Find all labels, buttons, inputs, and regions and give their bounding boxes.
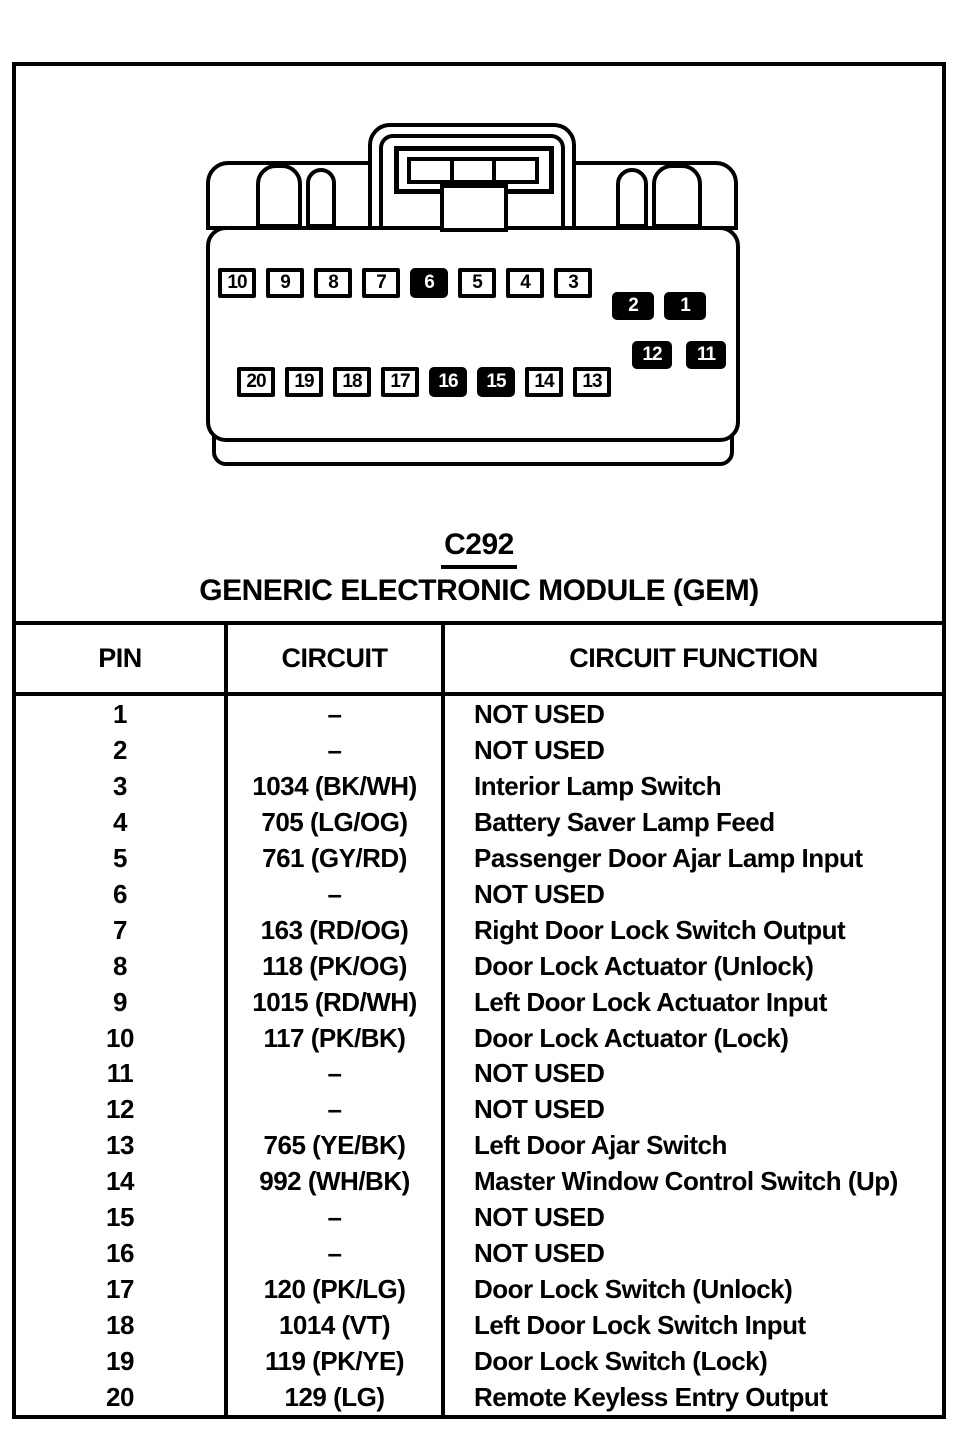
wire-slot-right-outer — [652, 164, 702, 228]
connector-pin-12: 12 — [632, 341, 672, 369]
connector-pin-17: 17 — [381, 367, 419, 397]
latch-slot-cell — [449, 161, 493, 180]
pin-17-function: Door Lock Switch (Unlock) — [445, 1271, 942, 1308]
pin-7-pin: 7 — [16, 911, 228, 948]
pin-1-circuit: – — [228, 696, 445, 732]
header-pin: PIN — [16, 625, 228, 696]
pin-19-function: Door Lock Switch (Lock) — [445, 1343, 942, 1380]
connector-pin-20: 20 — [237, 367, 275, 397]
pin-11-function: NOT USED — [445, 1055, 942, 1092]
pin-8-function: Door Lock Actuator (Unlock) — [445, 947, 942, 984]
pin-4-circuit: 705 (LG/OG) — [228, 803, 445, 840]
pin-18-pin: 18 — [16, 1307, 228, 1344]
pin-19-circuit: 119 (PK/YE) — [228, 1343, 445, 1380]
pin-2-pin: 2 — [16, 731, 228, 768]
connector-latch-slots — [407, 157, 539, 184]
pin-6-function: NOT USED — [445, 875, 942, 912]
pin-10-circuit: 117 (PK/BK) — [228, 1019, 445, 1056]
pin-10-function: Door Lock Actuator (Lock) — [445, 1019, 942, 1056]
pin-1-function: NOT USED — [445, 696, 942, 732]
header-circuit-function: CIRCUIT FUNCTION — [445, 625, 942, 696]
pin-5-function: Passenger Door Ajar Lamp Input — [445, 839, 942, 876]
connector-pin-11: 11 — [686, 341, 726, 369]
pin-11-pin: 11 — [16, 1055, 228, 1092]
connector-pin-18: 18 — [333, 367, 371, 397]
pin-2-circuit: – — [228, 731, 445, 768]
pin-20-circuit: 129 (LG) — [228, 1379, 445, 1415]
pin-8-pin: 8 — [16, 947, 228, 984]
pin-15-circuit: – — [228, 1199, 445, 1236]
pin-16-circuit: – — [228, 1235, 445, 1272]
connector-latch-tab — [440, 184, 508, 232]
connector-id-text: C292 — [441, 528, 517, 569]
connector-pin-10: 10 — [218, 268, 256, 298]
connector-pin-3: 3 — [554, 268, 592, 298]
pin-6-pin: 6 — [16, 875, 228, 912]
pin-13-circuit: 765 (YE/BK) — [228, 1127, 445, 1164]
pin-13-function: Left Door Ajar Switch — [445, 1127, 942, 1164]
pin-7-circuit: 163 (RD/OG) — [228, 911, 445, 948]
connector-pin-5: 5 — [458, 268, 496, 298]
pin-17-pin: 17 — [16, 1271, 228, 1308]
wire-slot-left-outer — [256, 164, 302, 228]
pin-9-circuit: 1015 (RD/WH) — [228, 983, 445, 1020]
pin-16-function: NOT USED — [445, 1235, 942, 1272]
connector-pin-15: 15 — [477, 367, 515, 397]
wire-slot-right-inner — [616, 168, 648, 228]
pin-14-function: Master Window Control Switch (Up) — [445, 1163, 942, 1200]
pin-12-function: NOT USED — [445, 1091, 942, 1128]
pin-6-circuit: – — [228, 875, 445, 912]
connector-pin-4: 4 — [506, 268, 544, 298]
pin-3-pin: 3 — [16, 767, 228, 804]
pin-5-circuit: 761 (GY/RD) — [228, 839, 445, 876]
connector-pin-1: 1 — [664, 292, 706, 320]
pin-15-pin: 15 — [16, 1199, 228, 1236]
pin-9-function: Left Door Lock Actuator Input — [445, 983, 942, 1020]
latch-slot-cell — [492, 161, 535, 180]
pin-7-function: Right Door Lock Switch Output — [445, 911, 942, 948]
connector-name: GENERIC ELECTRONIC MODULE (GEM) — [199, 574, 759, 607]
connector-front-face — [206, 226, 740, 442]
pin-20-pin: 20 — [16, 1379, 228, 1415]
connector-pin-14: 14 — [525, 367, 563, 397]
connector-pin-2: 2 — [612, 292, 654, 320]
pin-20-function: Remote Keyless Entry Output — [445, 1379, 942, 1415]
pin-12-pin: 12 — [16, 1091, 228, 1128]
pin-4-pin: 4 — [16, 803, 228, 840]
pin-9-pin: 9 — [16, 983, 228, 1020]
connector-pin-9: 9 — [266, 268, 304, 298]
pin-18-function: Left Door Lock Switch Input — [445, 1307, 942, 1344]
pin-4-function: Battery Saver Lamp Feed — [445, 803, 942, 840]
pin-17-circuit: 120 (PK/LG) — [228, 1271, 445, 1308]
pin-2-function: NOT USED — [445, 731, 942, 768]
pin-10-pin: 10 — [16, 1019, 228, 1056]
connector-pin-6: 6 — [410, 268, 448, 298]
pin-3-function: Interior Lamp Switch — [445, 767, 942, 804]
pin-1-pin: 1 — [16, 696, 228, 732]
pin-18-circuit: 1014 (VT) — [228, 1307, 445, 1344]
pin-5-pin: 5 — [16, 839, 228, 876]
pin-14-pin: 14 — [16, 1163, 228, 1200]
connector-pin-16: 16 — [429, 367, 467, 397]
pin-15-function: NOT USED — [445, 1199, 942, 1236]
pin-8-circuit: 118 (PK/OG) — [228, 947, 445, 984]
connector-pin-19: 19 — [285, 367, 323, 397]
pin-19-pin: 19 — [16, 1343, 228, 1380]
connector-id: C292 — [12, 528, 946, 569]
pin-14-circuit: 992 (WH/BK) — [228, 1163, 445, 1200]
pin-16-pin: 16 — [16, 1235, 228, 1272]
pin-12-circuit: – — [228, 1091, 445, 1128]
header-circuit: CIRCUIT — [228, 625, 445, 696]
pin-13-pin: 13 — [16, 1127, 228, 1164]
pin-3-circuit: 1034 (BK/WH) — [228, 767, 445, 804]
connector-pin-8: 8 — [314, 268, 352, 298]
connector-pin-13: 13 — [573, 367, 611, 397]
pin-11-circuit: – — [228, 1055, 445, 1092]
connector-pin-7: 7 — [362, 268, 400, 298]
